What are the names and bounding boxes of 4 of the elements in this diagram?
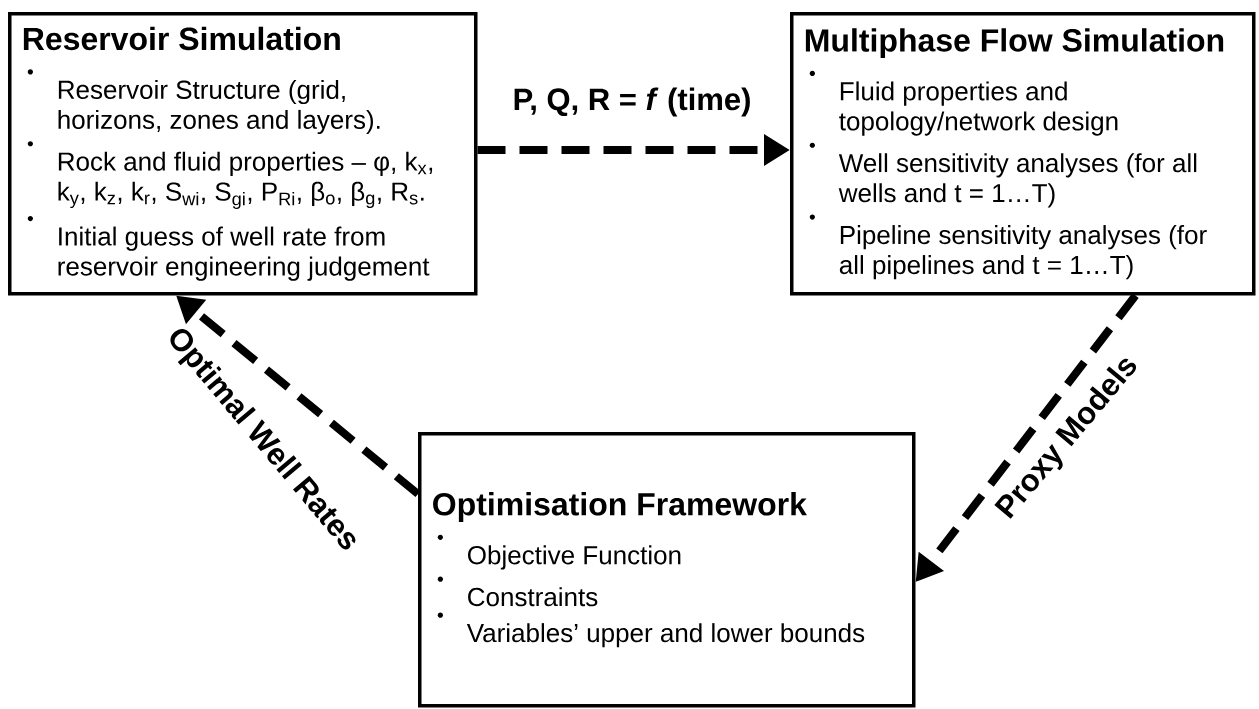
process-box: Reservoir Simulation Reservoir Structure (grid, horizons, zones and layers). Rock and fluid properties – φ, k$_{x}$, k$_{y}$, k$_{z}$, k$_{r}$, S$_{wi}$, S$_{gi}$, P$_{Ri}$, β$_{o}$, β$_{g}$, R$_{s}$. Initial guess of well rate from reservoir engineering judgement — [8, 12, 478, 296]
edge-label: P, Q, R = f (time) — [514, 87, 750, 117]
process-box: Optimisation Framework Objective Function Constraints Variables’ upper and lower bounds — [418, 432, 916, 708]
process-box: Multiphase Flow Simulation Fluid properties and topology/network design Well sensitivity analyses (for all wells and t = 1…T) Pipeline sensitivity analyses (for all pipelines and t = 1…T) — [790, 12, 1256, 296]
